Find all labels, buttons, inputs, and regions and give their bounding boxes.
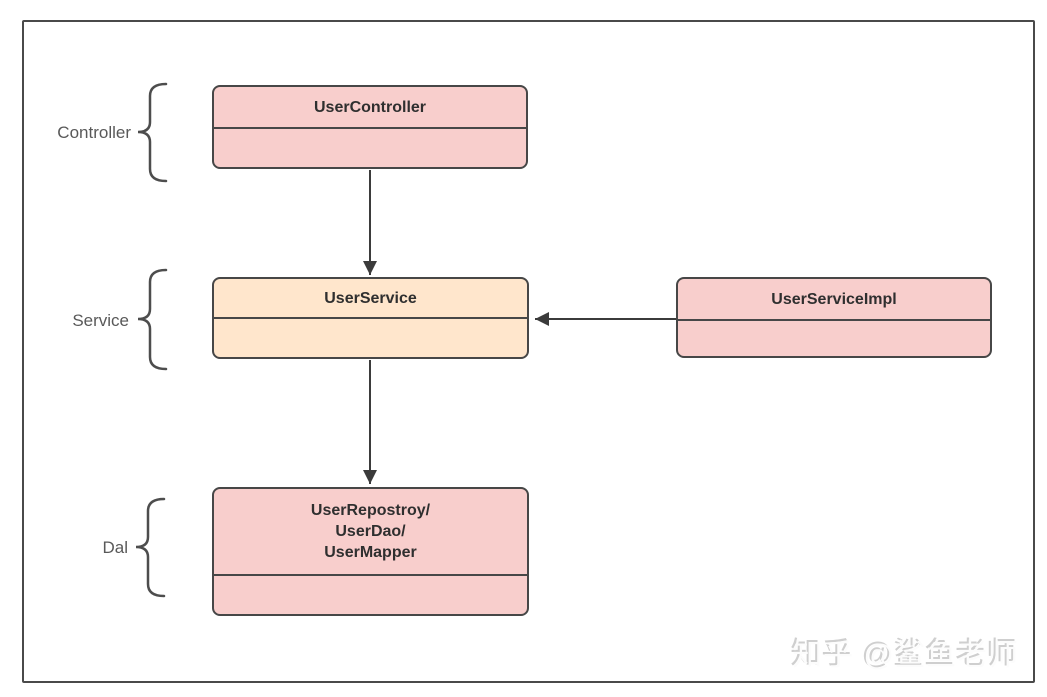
class-box-userservice-title: UserService — [214, 279, 527, 319]
layer-label-service: Service — [72, 311, 129, 330]
class-box-dal-title: UserRepostroy/ UserDao/ UserMapper — [214, 489, 527, 576]
zhihu-watermark: 知乎 @鲨鱼老师 — [792, 639, 1019, 672]
dal-title-line-1: UserRepostroy/ — [310, 502, 431, 519]
class-box-userserviceimpl-title: UserServiceImpl — [678, 279, 990, 321]
dal-title-line-2: UserDao/ — [335, 523, 406, 540]
class-box-userservice: UserService — [212, 277, 529, 359]
class-box-dal: UserRepostroy/ UserDao/ UserMapper — [212, 487, 529, 616]
class-box-usercontroller-title: UserController — [214, 87, 526, 129]
class-box-userserviceimpl: UserServiceImpl — [676, 277, 992, 358]
layer-label-controller: Controller — [57, 123, 131, 142]
layer-label-dal: Dal — [102, 538, 128, 557]
class-box-usercontroller: UserController — [212, 85, 528, 169]
dal-title-line-3: UserMapper — [324, 544, 417, 561]
